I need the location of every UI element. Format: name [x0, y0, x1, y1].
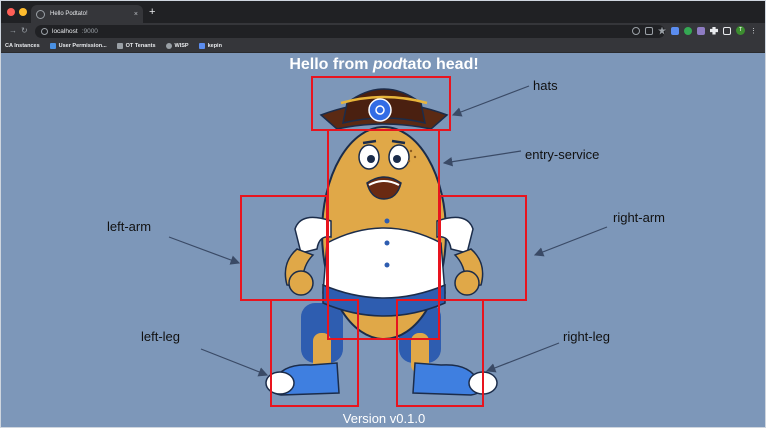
site-info-icon[interactable]: [41, 28, 48, 35]
forward-arrow-icon[interactable]: →: [9, 26, 17, 35]
left-arm-arrow: [168, 236, 241, 265]
new-tab-button[interactable]: +: [149, 6, 156, 18]
hats-arrow: [451, 85, 530, 117]
right-leg-label: right-leg: [563, 329, 610, 344]
globe-icon: [165, 43, 172, 49]
kebab-menu-icon[interactable]: ⋮: [750, 27, 757, 35]
kubernetes-icon: [368, 98, 392, 122]
zoom-icon[interactable]: [632, 26, 640, 35]
hats-figure: [319, 88, 449, 130]
bookmark-icon: [49, 43, 56, 49]
tab-close-button[interactable]: ×: [133, 10, 138, 18]
extension-icon[interactable]: [697, 26, 705, 35]
entry-service-arrow: [442, 150, 522, 167]
puzzle-icon[interactable]: [710, 26, 718, 35]
browser-window: Hello Podtato! × + → ↻ localhost:9000 T …: [0, 0, 766, 428]
bookmarks-bar: CA Instances User Permission... OT Tenan…: [1, 40, 765, 53]
right-leg-highlight-box: [396, 299, 484, 407]
toolbar-icons: T ⋮: [632, 26, 757, 35]
version-text: Version v0.1.0: [342, 411, 426, 426]
bookmark-item[interactable]: WISP: [165, 43, 189, 49]
left-arm-label: left-arm: [107, 219, 152, 234]
side-panel-icon[interactable]: [723, 26, 731, 35]
page-content: Hello from podtato head!: [1, 53, 765, 427]
page-title: Hello from podtato head!: [289, 56, 479, 73]
extension-icon[interactable]: [684, 26, 692, 35]
bookmark-item[interactable]: User Permission...: [49, 43, 107, 49]
left-leg-label: left-leg: [141, 329, 181, 344]
left-leg-highlight-box: [270, 299, 359, 407]
close-window-button[interactable]: [7, 8, 15, 16]
bookmark-item[interactable]: OT Tenants: [116, 43, 156, 49]
extension-icon[interactable]: [671, 26, 679, 35]
address-bar[interactable]: localhost:9000: [35, 25, 665, 38]
right-arm-label: right-arm: [613, 210, 666, 225]
tab-title: Hello Podtato!: [50, 11, 88, 17]
globe-icon: [36, 9, 45, 19]
left-leg-figure: [265, 303, 343, 396]
minimize-window-button[interactable]: [19, 8, 27, 16]
url-host: localhost: [52, 28, 78, 35]
right-arm-arrow: [533, 226, 608, 257]
folder-icon: [116, 43, 123, 49]
right-leg-arrow: [485, 342, 560, 373]
bookmark-icon: [198, 43, 205, 49]
tab-hello-podtato[interactable]: Hello Podtato! ×: [31, 5, 143, 23]
profile-avatar[interactable]: T: [736, 26, 745, 35]
hats-label: hats: [533, 78, 558, 93]
entry-service-figure: [321, 126, 447, 340]
bookmark-item[interactable]: CA Instances: [5, 43, 40, 49]
reload-icon[interactable]: ↻: [21, 26, 28, 35]
left-leg-arrow: [200, 348, 269, 377]
podtato-illustration: [168, 76, 608, 407]
bookmark-item[interactable]: kepin: [198, 43, 222, 49]
share-icon[interactable]: [645, 26, 653, 35]
bookmark-star-icon[interactable]: [658, 26, 666, 35]
url-port: :9000: [81, 28, 98, 35]
right-arm-figure: [436, 216, 484, 296]
entry-service-label: entry-service: [525, 147, 600, 162]
browser-toolbar: → ↻ localhost:9000 T ⋮: [1, 23, 765, 40]
left-arm-figure: [284, 216, 332, 296]
tab-strip: Hello Podtato! × +: [1, 1, 765, 23]
